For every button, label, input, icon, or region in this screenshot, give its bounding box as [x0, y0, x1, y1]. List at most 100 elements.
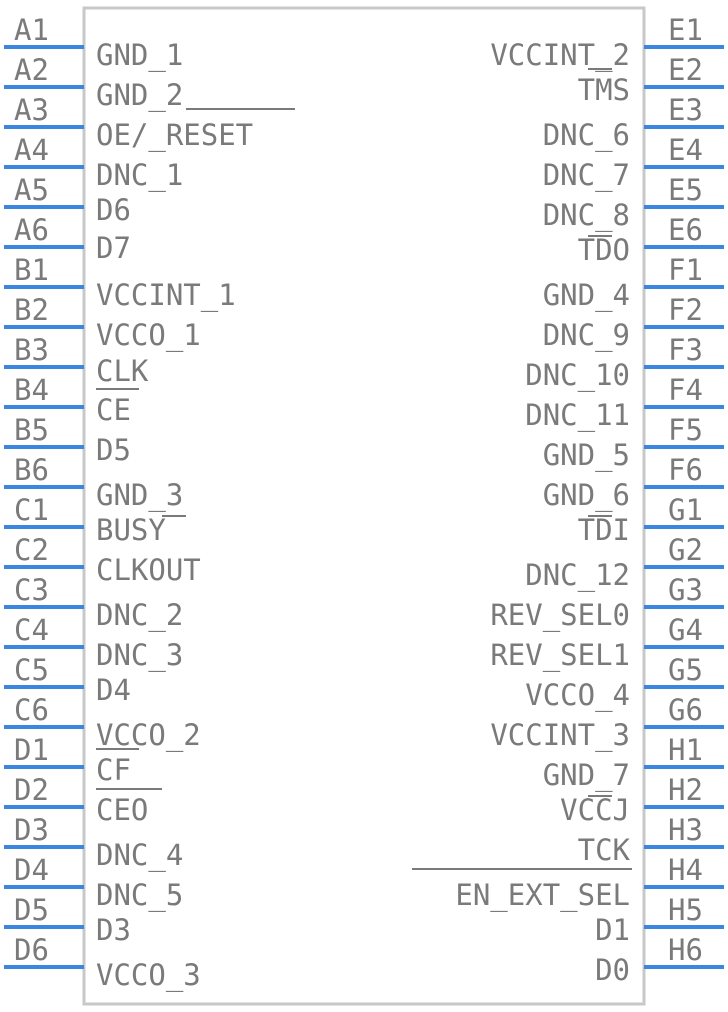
pin-label-b4: CE — [96, 393, 131, 427]
pin-number-g2: G2 — [668, 533, 703, 567]
pin-label-a3: OE/_RESET — [96, 118, 253, 153]
pin-label-a1: GND_1 — [96, 38, 183, 73]
pin-label-h2: VCCJ — [560, 793, 630, 827]
pin-label-f3: DNC_10 — [525, 358, 630, 393]
pin-label-c1: BUSY — [96, 513, 166, 547]
pin-number-c5: C5 — [14, 653, 49, 687]
pin-number-h1: H1 — [668, 733, 703, 767]
pin-label-a2: GND_2 — [96, 78, 183, 113]
pin-label-d2: CEO — [96, 793, 148, 827]
pin-label-b6: GND_3 — [96, 478, 183, 513]
pin-number-a1: A1 — [14, 13, 49, 47]
pin-number-d1: D1 — [14, 733, 49, 767]
pin-number-f5: F5 — [668, 413, 703, 447]
pin-number-e1: E1 — [668, 13, 703, 47]
pin-number-a4: A4 — [14, 133, 49, 167]
pin-label-d5: D3 — [96, 913, 131, 947]
pin-label-e3: DNC_6 — [543, 118, 630, 153]
pin-number-g4: G4 — [668, 613, 703, 647]
pin-label-e2: TMS — [578, 73, 630, 107]
pin-label-a6: D7 — [96, 231, 131, 265]
pin-number-g3: G3 — [668, 573, 703, 607]
pin-label-g2: DNC_12 — [525, 558, 630, 593]
pin-number-f2: F2 — [668, 293, 703, 327]
pin-number-b1: B1 — [14, 253, 49, 287]
pin-number-c1: C1 — [14, 493, 49, 527]
pin-label-b5: D5 — [96, 433, 131, 467]
pin-number-a2: A2 — [14, 53, 49, 87]
pin-label-g4: REV_SEL1 — [490, 638, 630, 673]
pin-label-a4: DNC_1 — [96, 158, 183, 193]
pin-label-b1: VCCINT_1 — [96, 278, 236, 313]
pin-number-h3: H3 — [668, 813, 703, 847]
pin-label-c6: VCCO_2 — [96, 718, 201, 753]
pin-number-b2: B2 — [14, 293, 49, 327]
pin-number-g1: G1 — [668, 493, 703, 527]
pin-label-c4: DNC_3 — [96, 638, 183, 673]
pin-number-h4: H4 — [668, 853, 703, 887]
left-pin-group: A1GND_1A2GND_2A3OE/_RESETA4DNC_1A5D6A6D7… — [4, 13, 253, 993]
pin-number-h2: H2 — [668, 773, 703, 807]
pin-number-d6: D6 — [14, 933, 49, 967]
pin-label-f5: GND_5 — [543, 438, 630, 473]
pin-number-b5: B5 — [14, 413, 49, 447]
pin-label-f2: DNC_9 — [543, 318, 630, 353]
pin-number-c3: C3 — [14, 573, 49, 607]
pin-number-h5: H5 — [668, 893, 703, 927]
pin-label-e1: VCCINT_2 — [490, 38, 630, 73]
pin-label-d6: VCCO_3 — [96, 958, 201, 993]
pin-number-e4: E4 — [668, 133, 703, 167]
pin-number-b3: B3 — [14, 333, 49, 367]
pin-label-d4: DNC_5 — [96, 878, 183, 913]
pin-number-e3: E3 — [668, 93, 703, 127]
pin-number-c6: C6 — [14, 693, 49, 727]
pin-label-c3: DNC_2 — [96, 598, 183, 633]
pin-number-f1: F1 — [668, 253, 703, 287]
pin-number-d4: D4 — [14, 853, 49, 887]
pin-label-h5: D1 — [595, 913, 630, 947]
pin-number-d2: D2 — [14, 773, 49, 807]
pin-label-h4: EN_EXT_SEL — [455, 878, 630, 913]
pin-label-h6: D0 — [595, 953, 630, 987]
pin-label-h1: GND_7 — [543, 758, 630, 793]
overbar-lines — [96, 68, 632, 870]
pin-label-g3: REV_SEL0 — [490, 598, 630, 633]
pin-number-g6: G6 — [668, 693, 703, 727]
ic-body-outline — [82, 6, 646, 1006]
pin-number-d5: D5 — [14, 893, 49, 927]
pin-label-h3: TCK — [578, 833, 631, 867]
pin-number-a6: A6 — [14, 213, 49, 247]
pin-label-d3: DNC_4 — [96, 838, 183, 873]
pin-number-f3: F3 — [668, 333, 703, 367]
pin-number-f6: F6 — [668, 453, 703, 487]
pin-number-a3: A3 — [14, 93, 49, 127]
pin-number-e6: E6 — [668, 213, 703, 247]
pin-label-b3: CLK — [96, 354, 149, 388]
pin-number-d3: D3 — [14, 813, 49, 847]
pin-number-c4: C4 — [14, 613, 49, 647]
pin-label-c2: CLKOUT — [96, 553, 201, 587]
pin-label-g1: TDI — [578, 513, 630, 547]
pin-number-e2: E2 — [668, 53, 703, 87]
pin-label-c5: D4 — [96, 673, 131, 707]
pin-number-e5: E5 — [668, 173, 703, 207]
pin-number-f4: F4 — [668, 373, 703, 407]
pin-label-b2: VCCO_1 — [96, 318, 201, 353]
pin-label-a5: D6 — [96, 193, 131, 227]
pin-label-e5: DNC_8 — [543, 198, 630, 233]
pin-number-g5: G5 — [668, 653, 703, 687]
pin-label-e4: DNC_7 — [543, 158, 630, 193]
pin-label-f4: DNC_11 — [525, 398, 630, 433]
pin-label-d1: CF — [96, 753, 131, 787]
pin-label-e6: TDO — [578, 233, 630, 267]
pin-number-c2: C2 — [14, 533, 49, 567]
pin-number-a5: A5 — [14, 173, 49, 207]
pin-label-f1: GND_4 — [543, 278, 630, 313]
pin-number-b6: B6 — [14, 453, 49, 487]
pin-number-h6: H6 — [668, 933, 703, 967]
pin-number-b4: B4 — [14, 373, 49, 407]
pin-label-g5: VCCO_4 — [525, 678, 630, 713]
